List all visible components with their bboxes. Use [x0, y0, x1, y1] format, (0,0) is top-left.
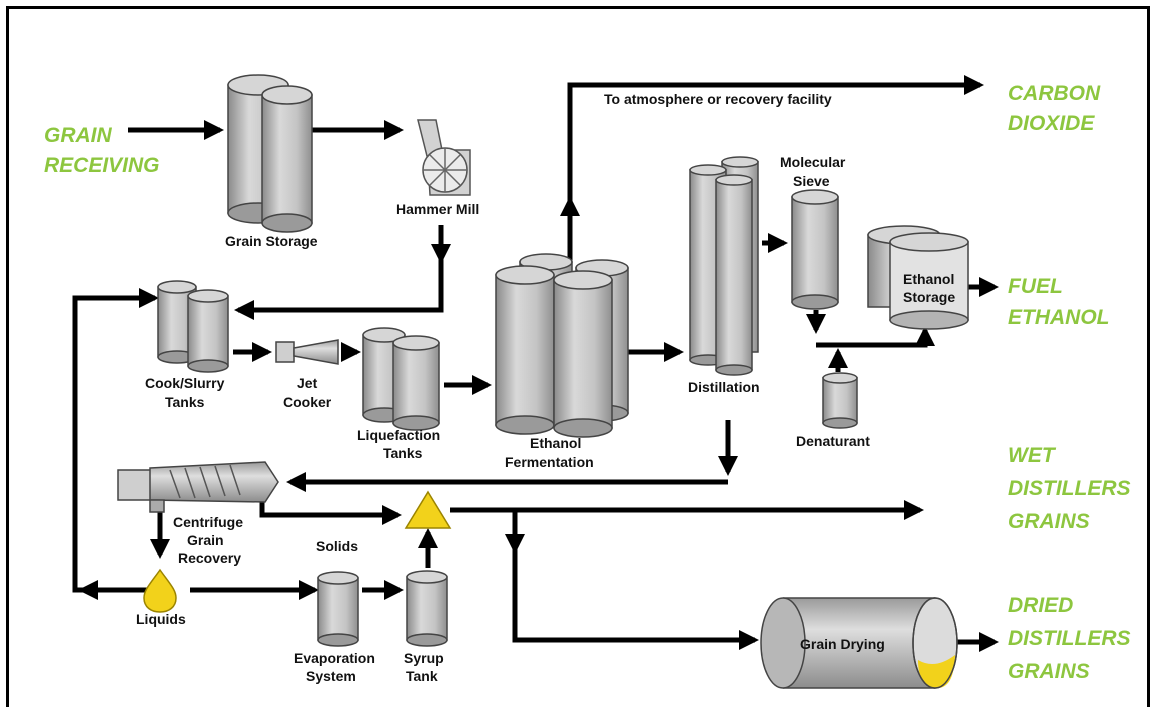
grain-storage-silos	[227, 74, 313, 233]
green-output-labels: GRAIN RECEIVING CARBON DIOXIDE FUEL ETHA…	[44, 82, 1131, 683]
centrifuge-icon	[117, 461, 279, 513]
label-fermentation-1: Ethanol	[530, 435, 581, 451]
label-dried-dg-2: DISTILLERS	[1008, 627, 1131, 650]
label-wet-dg-1: WET	[1008, 444, 1057, 467]
ethanol-storage-tanks	[867, 225, 969, 330]
label-dried-dg-3: GRAINS	[1008, 660, 1090, 683]
label-wet-dg-3: GRAINS	[1008, 510, 1090, 533]
liquids-drop-icon	[143, 568, 177, 613]
label-syrup-tank-1: Syrup	[404, 650, 444, 666]
label-jet-cooker-1: Jet	[297, 375, 318, 391]
label-carbon-dioxide-1: CARBON	[1008, 82, 1101, 105]
distillation-columns	[689, 156, 759, 376]
label-distillation: Distillation	[688, 379, 760, 395]
separator-triangle-icon	[404, 490, 452, 529]
label-molecular-sieve-2: Sieve	[793, 173, 830, 189]
syrup-tank	[406, 570, 448, 647]
label-wet-dg-2: DISTILLERS	[1008, 477, 1131, 500]
label-hammer-mill: Hammer Mill	[396, 201, 479, 217]
label-evaporation-2: System	[306, 668, 356, 684]
label-liquids: Liquids	[136, 611, 186, 627]
grain-drying-drum	[760, 597, 958, 689]
label-fermentation-2: Fermentation	[505, 454, 594, 470]
label-grain-receiving-2: RECEIVING	[44, 154, 160, 177]
label-syrup-tank-2: Tank	[406, 668, 438, 684]
label-centrifuge-2: Grain	[187, 532, 224, 548]
label-centrifuge-3: Recovery	[178, 550, 241, 566]
label-grain-drying: Grain Drying	[800, 636, 885, 652]
diagram-frame	[6, 6, 1150, 707]
label-fuel-ethanol-1: FUEL	[1008, 275, 1063, 298]
label-liquefaction-2: Tanks	[383, 445, 423, 461]
label-to-atmosphere: To atmosphere or recovery facility	[604, 91, 832, 107]
label-grain-storage: Grain Storage	[225, 233, 318, 249]
evaporation-system-tank	[317, 571, 359, 647]
label-fuel-ethanol-2: ETHANOL	[1008, 306, 1110, 329]
label-jet-cooker-2: Cooker	[283, 394, 332, 410]
label-ethanol-storage-2: Storage	[903, 289, 955, 305]
label-centrifuge-1: Centrifuge	[173, 514, 243, 530]
label-molecular-sieve-1: Molecular	[780, 154, 846, 170]
cook-slurry-tanks	[157, 280, 229, 373]
fermentation-tanks	[495, 253, 629, 438]
molecular-sieve-tank	[791, 189, 839, 310]
hammer-mill-icon	[417, 119, 471, 196]
jet-cooker-icon	[275, 339, 339, 365]
label-dried-dg-1: DRIED	[1008, 594, 1073, 617]
denaturant-tank	[822, 372, 858, 429]
label-cook-slurry-1: Cook/Slurry	[145, 375, 225, 391]
label-evaporation-1: Evaporation	[294, 650, 375, 666]
liquefaction-tanks	[362, 327, 440, 431]
label-ethanol-storage-1: Ethanol	[903, 271, 954, 287]
label-denaturant: Denaturant	[796, 433, 870, 449]
label-cook-slurry-2: Tanks	[165, 394, 205, 410]
label-carbon-dioxide-2: DIOXIDE	[1008, 112, 1095, 135]
process-labels: Grain Storage Hammer Mill To atmosphere …	[136, 91, 955, 684]
label-liquefaction-1: Liquefaction	[357, 427, 440, 443]
label-grain-receiving-1: GRAIN	[44, 124, 113, 147]
label-solids: Solids	[316, 538, 358, 554]
flow-lines	[72, 75, 999, 652]
